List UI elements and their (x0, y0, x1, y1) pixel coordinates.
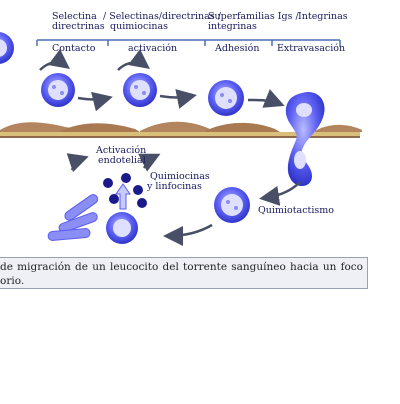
header-selectina: Selectina (52, 11, 97, 22)
upward-arrow (115, 183, 131, 210)
stage-activacion: activación (128, 43, 178, 54)
label-activacion: Activación (96, 145, 147, 156)
stage-contacto: Contacto (52, 43, 96, 54)
leukocyte-activation (123, 73, 157, 107)
pathogens (47, 194, 99, 241)
leukocyte-extravasation (285, 91, 325, 187)
leukocyte-chemotaxis (214, 187, 250, 223)
label-endotelial: endotelial (98, 155, 146, 166)
stage-extravasacion: Extravasación (277, 43, 346, 54)
header-quimiocinas: quimiocinas (110, 21, 169, 32)
header-superfamilias-igs: Superfamilias Igs / (208, 11, 299, 22)
label-quimiotactismo: Quimiotactismo (258, 205, 334, 216)
stage-adhesion: Adhesión (215, 43, 260, 54)
header-integrinas: Integrinas (298, 11, 348, 22)
header-selectinas-quimiocinas: / Selectinas/directrinas / (103, 11, 221, 22)
caption-line-2: orio. (0, 275, 25, 287)
header-directrinas: directrinas (52, 21, 105, 32)
chemokine-particles (103, 173, 147, 208)
figure-caption: de migración de un leucocito del torrent… (0, 257, 368, 289)
leukocyte-target (106, 212, 138, 244)
caption-line-1: de migración de un leucocito del torrent… (0, 261, 363, 273)
leukocyte-contact (41, 73, 75, 107)
stage-bracket (36, 39, 341, 46)
endothelium (0, 121, 362, 138)
label-quimiocinas: Quimiocinas (150, 171, 210, 182)
label-linfocinas: y linfocinas (147, 181, 202, 192)
header-integrinas-sub: integrinas (208, 21, 257, 32)
leukocyte-edge (0, 32, 14, 64)
leukocyte-adhesion (208, 80, 244, 116)
migration-arrows (39, 49, 301, 246)
